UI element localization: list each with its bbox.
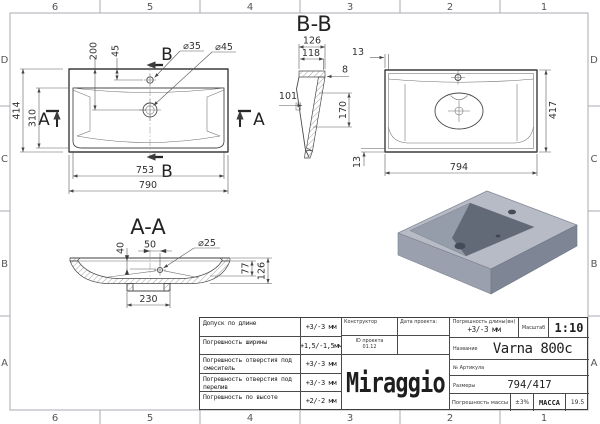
dim-45: 45 [111, 45, 122, 57]
dim-dia-25: ⌀25 [198, 238, 216, 249]
zone-col-label: 6 [52, 2, 58, 13]
zone-col-label: 1 [541, 413, 547, 424]
zone-col-label: 4 [247, 413, 253, 424]
tolerance-label: Погрешность отверстия под перелив [200, 374, 301, 392]
size-value: 794/417 [507, 378, 552, 391]
name-cell: Название Varna 800c [450, 338, 589, 360]
section-mark-b-top: B [161, 45, 173, 65]
dim-101: 101 [279, 91, 297, 102]
render-3d-view [397, 190, 578, 295]
mass-value: 19.5 [570, 399, 585, 406]
dim-77: 77 [241, 262, 252, 274]
product-name: Varna 800c [492, 340, 573, 357]
dim-13-top: 13 [352, 47, 364, 58]
dim-170: 170 [338, 101, 349, 119]
dim-794: 794 [450, 162, 468, 173]
mass-tolerance-label: Погрешность массы [450, 394, 511, 411]
dim-126: 126 [303, 36, 321, 47]
dim-13-bottom: 13 [352, 156, 363, 168]
section-mark-b-bottom: B [161, 162, 173, 182]
tolerance-value: +3/-3 мм [301, 355, 342, 374]
zone-col-label: 2 [447, 413, 453, 424]
size-label: Размеры [453, 383, 476, 389]
zone-col-label: 1 [541, 2, 547, 13]
tolerance-value: +2/-2 мм [301, 392, 342, 410]
size-cell: Размеры 794/417 [450, 376, 589, 394]
tolerance-label: Погрешность ширины [200, 337, 301, 355]
render-overflow-hole [495, 234, 501, 238]
dim-50: 50 [144, 240, 156, 251]
section-aa-title: A-A [130, 215, 166, 239]
zone-col-label: 5 [147, 413, 153, 424]
mass-tolerance-value: ±3% [511, 394, 534, 411]
basin-oval [434, 92, 484, 130]
tolerance-label: Погрешность по высоте [200, 392, 301, 410]
article-cell: № Артикула [450, 360, 589, 376]
title-block: Допуск по длине +3/-3 мм Погрешность шир… [199, 317, 589, 411]
zone-col-label: 4 [247, 2, 253, 13]
section-mark-a-right: A [253, 110, 265, 130]
zone-row-label: B [591, 259, 598, 270]
section-aa-view: A-A 50 40 ⌀25 77 126 [69, 215, 272, 308]
dim-8: 8 [342, 65, 348, 76]
zone-row-label: A [1, 358, 8, 369]
zone-col-label: 2 [447, 2, 453, 13]
miraggio-logo: Miraggio [346, 366, 446, 399]
name-label: Название [453, 346, 478, 352]
dim-40: 40 [116, 242, 127, 254]
zone-col-label: 5 [147, 2, 153, 13]
section-bb-view: B-B 126 118 8 101 170 [279, 12, 559, 176]
mass-label: МАССА [534, 394, 566, 411]
render-drain-hole [454, 242, 466, 250]
dim-dia-35: ⌀35 [183, 41, 201, 52]
tolerance-value: +3/-3 мм [301, 374, 342, 392]
scale-value-cell: 1:10 [549, 318, 589, 338]
project-id-value: 01.12 [362, 344, 377, 350]
empty-cell [398, 336, 450, 355]
zone-row-label: D [1, 55, 9, 66]
dim-230: 230 [139, 294, 157, 305]
scale-label-cell: Масштаб [519, 318, 549, 338]
constructor-cell: Конструктор [342, 318, 398, 336]
tolerance-value: +3/-3 мм [301, 318, 342, 337]
article-label: № Артикула [453, 365, 485, 371]
zone-row-label: B [1, 259, 8, 270]
zone-col-label: 3 [347, 2, 353, 13]
logo-cell: Miraggio [342, 355, 450, 410]
zone-row-label: A [591, 358, 598, 369]
project-id-cell: ID проекта 01.12 [342, 336, 398, 355]
zone-row-label: C [591, 154, 598, 165]
tolerance-value: +1,5/-1,5мм [301, 337, 342, 355]
dim-dia-45: ⌀45 [215, 42, 233, 53]
zone-row-label: C [1, 154, 8, 165]
dim-310: 310 [28, 109, 39, 127]
dim-118: 118 [302, 48, 320, 59]
project-date-cell: Дата проекта: [398, 318, 450, 336]
zone-row-label: D [590, 55, 598, 66]
project-id-label: ID проекта [355, 338, 384, 345]
tolerance-label: Допуск по длине [200, 318, 301, 337]
section-bb-title: B-B [296, 12, 332, 36]
top-view: B B A A 414 310 200 45 ⌀35 ⌀45 [12, 41, 265, 194]
dim-126-aa: 126 [257, 262, 268, 280]
zone-col-label: 3 [347, 413, 353, 424]
length-tolerance-label: Погрешность длины(вн) [452, 319, 516, 325]
dim-414: 414 [12, 101, 23, 119]
dim-417: 417 [548, 101, 559, 119]
dim-200: 200 [89, 42, 100, 60]
dim-753: 753 [136, 165, 154, 176]
zone-col-label: 6 [52, 413, 58, 424]
render-faucet-hole [508, 209, 516, 215]
length-tolerance-value: +3/-3 мм [467, 325, 501, 334]
section-mark-a-left: A [38, 110, 50, 130]
dim-790: 790 [139, 180, 157, 191]
length-tolerance-cell: Погрешность длины(вн) +3/-3 мм [450, 318, 519, 338]
tolerance-label: Погрешность отверстия под смеситель [200, 355, 301, 374]
